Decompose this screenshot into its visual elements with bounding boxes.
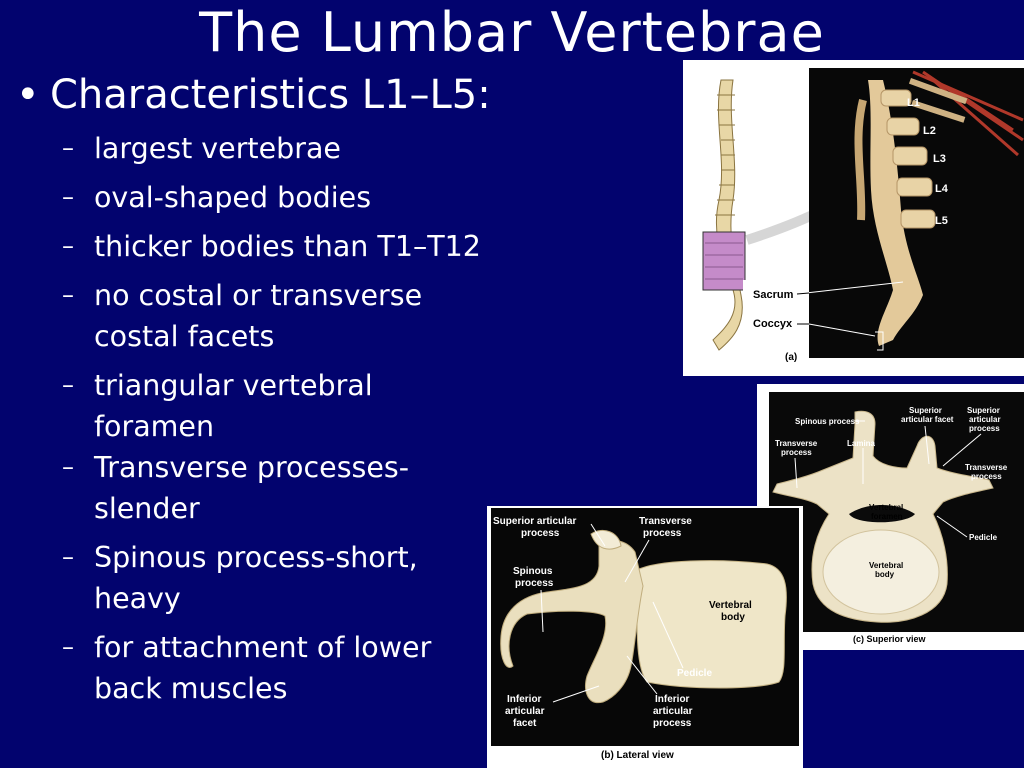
figure-a-spine: L1 L2 L3 L4 L5 Sacrum Coccyx (a) [683,60,1024,376]
main-bullet: •Characteristics L1–L5: [16,70,491,120]
label-spinous-process: Spinous process [795,417,860,426]
label-sup-process-2: articular [969,415,1001,424]
label-transverse-2: process [643,528,682,539]
label-coccyx: Coccyx [753,318,793,330]
label-spinous-1: Spinous [513,566,553,577]
label-l5: L5 [935,215,948,227]
label-transverse-1: Transverse [639,516,692,527]
label-transverse-right-1: Transverse [965,463,1008,472]
label-transverse-left-2: process [781,448,812,457]
list-item: – oval-shaped bodies [62,181,372,214]
label-superior-articular-1: Superior articular [493,516,576,527]
label-inf-facet-1: Inferior [507,694,542,705]
list-item: – thicker bodies than T1–T12 [62,230,481,263]
label-inf-facet-3: facet [513,718,537,729]
label-body-1: Vertebral [869,561,903,570]
label-transverse-right-2: process [971,472,1002,481]
label-foramen-2: foramen [871,512,903,521]
label-inf-process-1: Inferior [655,694,690,705]
list-item: – Transverse processes- slender [62,451,410,525]
label-body-2: body [875,570,895,579]
label-sup-process-3: process [969,424,1000,433]
list-item: – for attachment of lower back muscles [62,631,432,705]
label-sup-facet-2: articular facet [901,415,954,424]
list-item: – no costal or transverse costal facets [62,279,423,353]
list-item: – Spinous process-short, heavy [62,541,418,615]
list-item: – largest vertebrae [62,132,341,165]
label-body-2: body [721,612,745,623]
label-inf-facet-2: articular [505,706,545,717]
figure-b-lateral-view: Superior articular process Transverse pr… [487,506,803,768]
label-lamina: Lamina [847,439,876,448]
slide-title: The Lumbar Vertebrae [199,1,825,64]
label-spinous-2: process [515,578,554,589]
label-body-1: Vertebral [709,600,752,611]
caption-a: (a) [785,352,797,363]
label-sup-process-1: Superior [967,406,1000,415]
label-inf-process-2: articular [653,706,693,717]
vertebra-lateral-illustration [500,530,787,704]
label-superior-articular-2: process [521,528,560,539]
label-inf-process-3: process [653,718,692,729]
caption-b: (b) Lateral view [601,750,674,761]
lumbar-vertebrae-photo [854,78,968,346]
label-pedicle: Pedicle [677,668,712,679]
vertebra-superior-illustration [772,410,994,623]
list-item: – triangular vertebral foramen [62,369,373,443]
label-l1: L1 [907,97,920,109]
label-transverse-left-1: Transverse [775,439,818,448]
characteristics-list: – largest vertebrae – oval-shaped bodies… [62,128,522,709]
bullet-dot: • [16,72,40,118]
label-l3: L3 [933,153,946,165]
label-l4: L4 [935,183,949,195]
label-sacrum: Sacrum [753,289,794,301]
main-bullet-text: Characteristics L1–L5: [50,72,491,118]
label-l2: L2 [923,125,936,137]
label-sup-facet-1: Superior [909,406,942,415]
caption-c: (c) Superior view [853,634,927,644]
label-pedicle: Pedicle [969,533,998,542]
whole-spine-illustration [702,79,746,351]
label-foramen-1: Vertebral [869,503,903,512]
